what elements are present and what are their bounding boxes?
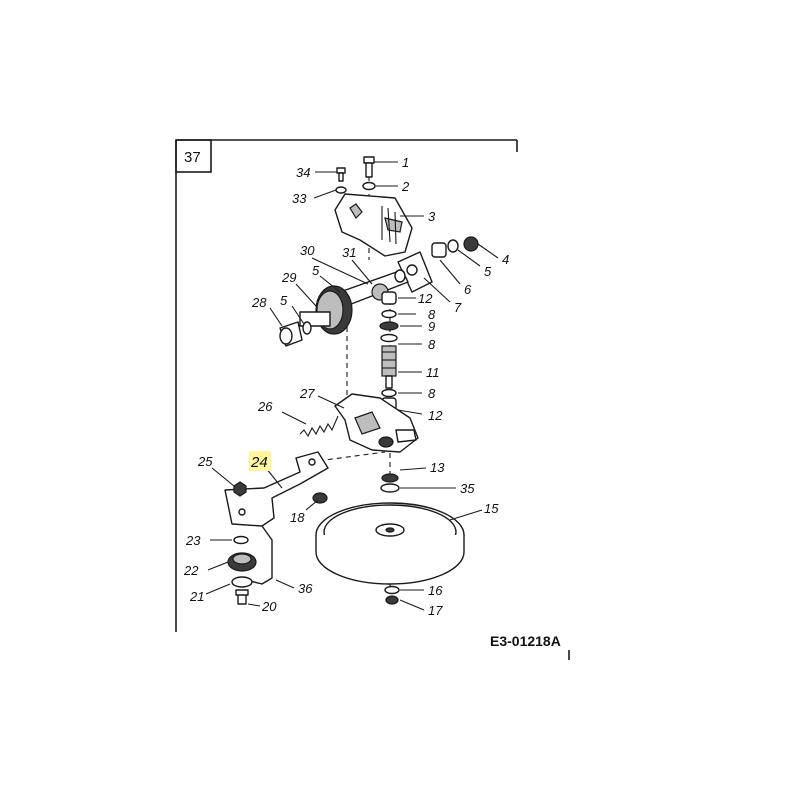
callout-labels: 1 2 3 4 5 6 7 34 33 30 31 5 29 28 5 12 8… (183, 155, 509, 618)
callout-25: 25 (197, 454, 213, 469)
bolt-1 (363, 156, 375, 178)
idler-pulley-22 (227, 552, 257, 572)
nut-17 (385, 595, 399, 605)
center-shaft-stack (379, 291, 399, 411)
shaft-assembly-right (397, 236, 479, 293)
bolt-20 (235, 589, 249, 605)
nut-25 (233, 481, 247, 497)
callout-9: 9 (428, 319, 435, 334)
callout-18: 18 (290, 510, 305, 525)
callout-13: 13 (430, 460, 445, 475)
callout-5-right: 5 (484, 264, 492, 279)
washer-2 (362, 181, 376, 191)
worm-gear-29 (299, 285, 353, 335)
callout-1: 1 (402, 155, 409, 170)
callout-16: 16 (428, 583, 443, 598)
callout-5-shaft: 5 (312, 263, 320, 278)
callout-23: 23 (185, 533, 201, 548)
diagram-frame: 37 (175, 139, 570, 660)
callout-33: 33 (292, 191, 307, 206)
washer-35 (380, 483, 400, 493)
bolt-34 (335, 167, 347, 194)
drive-pulley-15 (315, 502, 465, 585)
nut-18 (312, 492, 328, 504)
callout-5-left: 5 (280, 293, 288, 308)
callout-22: 22 (183, 563, 199, 578)
spring-26 (299, 415, 339, 438)
bushing-28 (279, 321, 312, 347)
washer-13 (381, 473, 399, 483)
washer-16 (384, 585, 400, 595)
gearbox-housing-27 (334, 393, 419, 453)
callout-27: 27 (299, 386, 315, 401)
washer-23 (233, 535, 249, 545)
callout-2: 2 (401, 179, 410, 194)
washer-21 (231, 576, 253, 588)
frame-number: 37 (184, 149, 201, 166)
gearbox-cover-3 (334, 193, 413, 257)
callout-7: 7 (454, 300, 462, 315)
callout-26: 26 (257, 399, 273, 414)
callout-15: 15 (484, 501, 499, 516)
callout-4: 4 (502, 252, 509, 267)
callout-31: 31 (342, 245, 356, 260)
callout-12-top: 12 (418, 291, 433, 306)
callout-35: 35 (460, 481, 475, 496)
callout-17: 17 (428, 603, 443, 618)
callout-3: 3 (428, 209, 436, 224)
callout-20: 20 (261, 599, 277, 614)
callout-8-top: 8 (428, 307, 436, 322)
callout-21: 21 (189, 589, 204, 604)
reference-code: E3-01218A (490, 633, 561, 649)
callout-29: 29 (281, 270, 296, 285)
callout-24: 24 (250, 454, 268, 471)
callout-leaders (205, 161, 499, 611)
callout-36: 36 (298, 581, 313, 596)
callout-8-mid: 8 (428, 337, 436, 352)
callout-28: 28 (251, 295, 267, 310)
callout-34: 34 (296, 165, 310, 180)
callout-24-highlight (249, 451, 271, 471)
callout-11: 11 (426, 365, 440, 380)
callout-12-bottom: 12 (428, 408, 443, 423)
callout-30: 30 (300, 243, 315, 258)
tension-lever-24 (224, 451, 329, 585)
callout-8-bottom: 8 (428, 386, 436, 401)
callout-6: 6 (464, 282, 472, 297)
